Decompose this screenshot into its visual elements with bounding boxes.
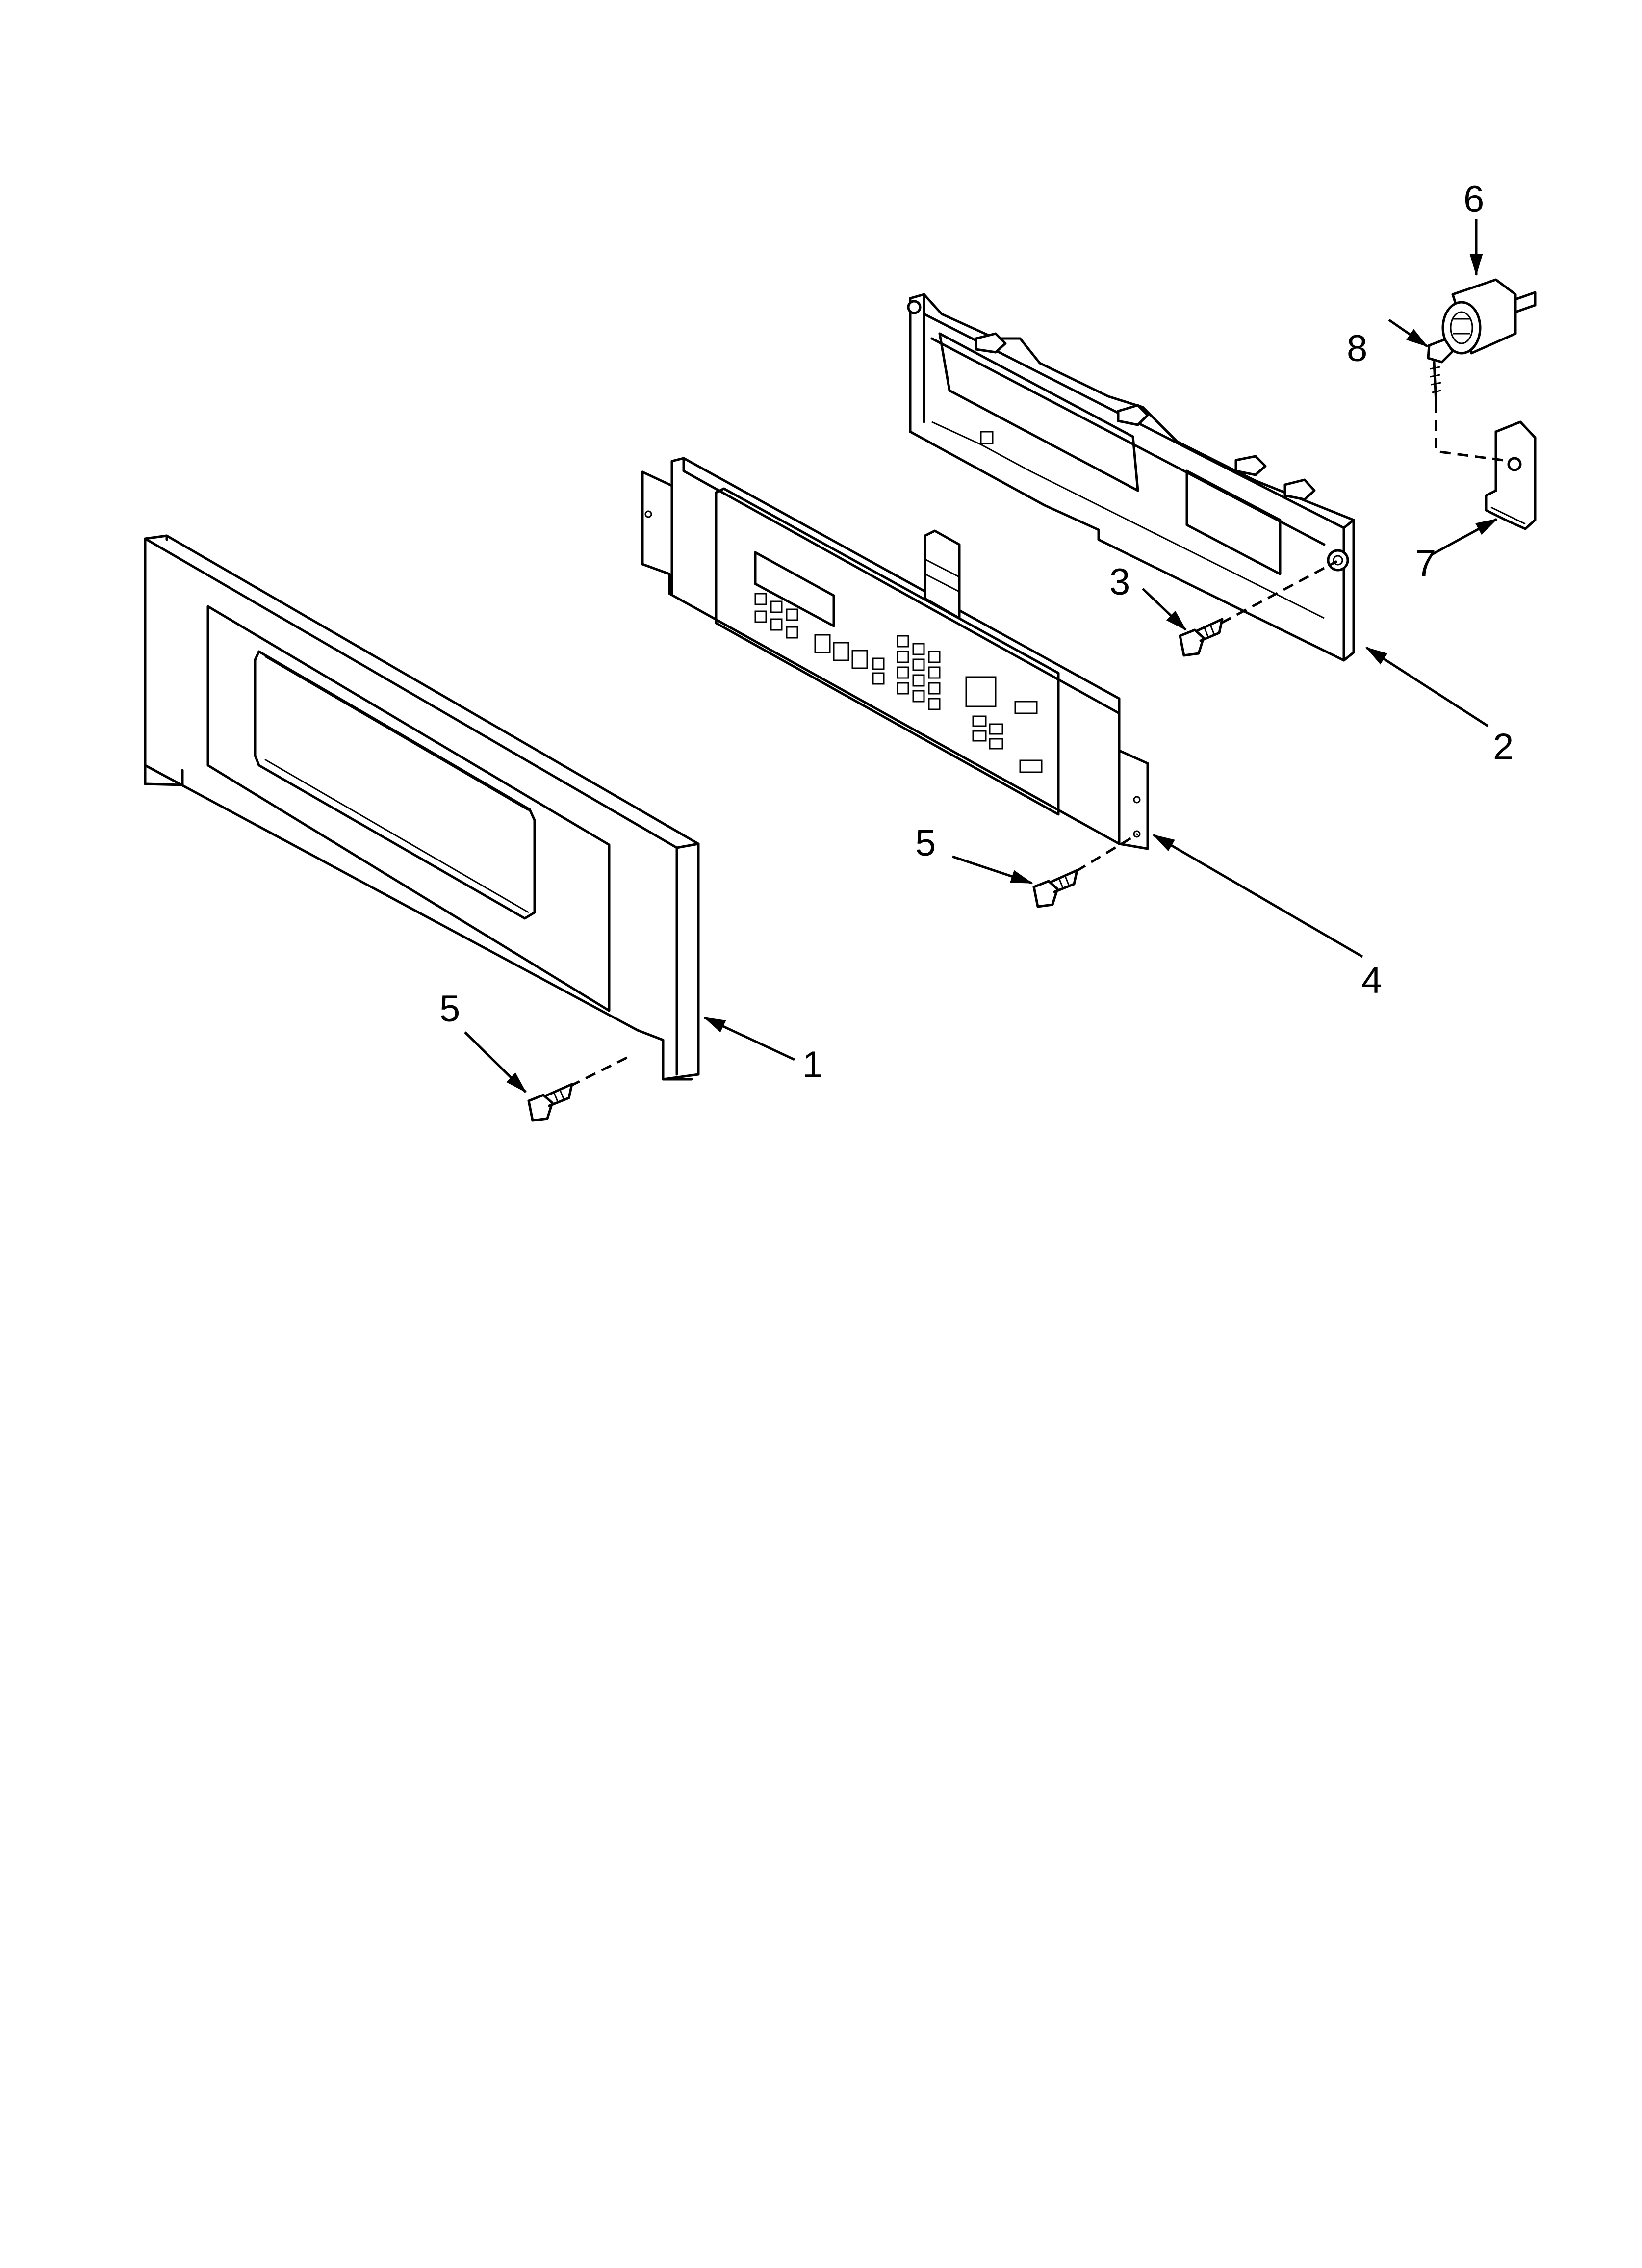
callout-4: 4 xyxy=(1361,960,1382,1001)
callout-8: 8 xyxy=(1347,328,1367,369)
part-2-control-housing xyxy=(907,293,1355,662)
part-1-trim-panel xyxy=(144,534,700,1081)
callout-7: 7 xyxy=(1415,543,1436,584)
part-5-screw-left xyxy=(527,1083,573,1122)
callout-5-left: 5 xyxy=(439,988,460,1030)
part-7-bracket xyxy=(1485,420,1537,530)
alignment-lines xyxy=(569,402,1511,1088)
leader-lines xyxy=(464,219,1498,1093)
part-4-control-panel xyxy=(641,457,1149,850)
part-3-screw xyxy=(1179,618,1224,657)
callout-6: 6 xyxy=(1463,179,1484,220)
callout-labels: 1 2 3 4 5 5 6 7 8 xyxy=(439,179,1514,1086)
callout-5-right: 5 xyxy=(915,822,936,864)
part-6-component xyxy=(1441,278,1537,355)
part-5-screw-right xyxy=(1032,869,1078,908)
callout-1: 1 xyxy=(802,1044,823,1086)
part-8-screw xyxy=(1427,338,1454,404)
callout-2: 2 xyxy=(1493,726,1514,768)
callout-3: 3 xyxy=(1109,561,1130,603)
